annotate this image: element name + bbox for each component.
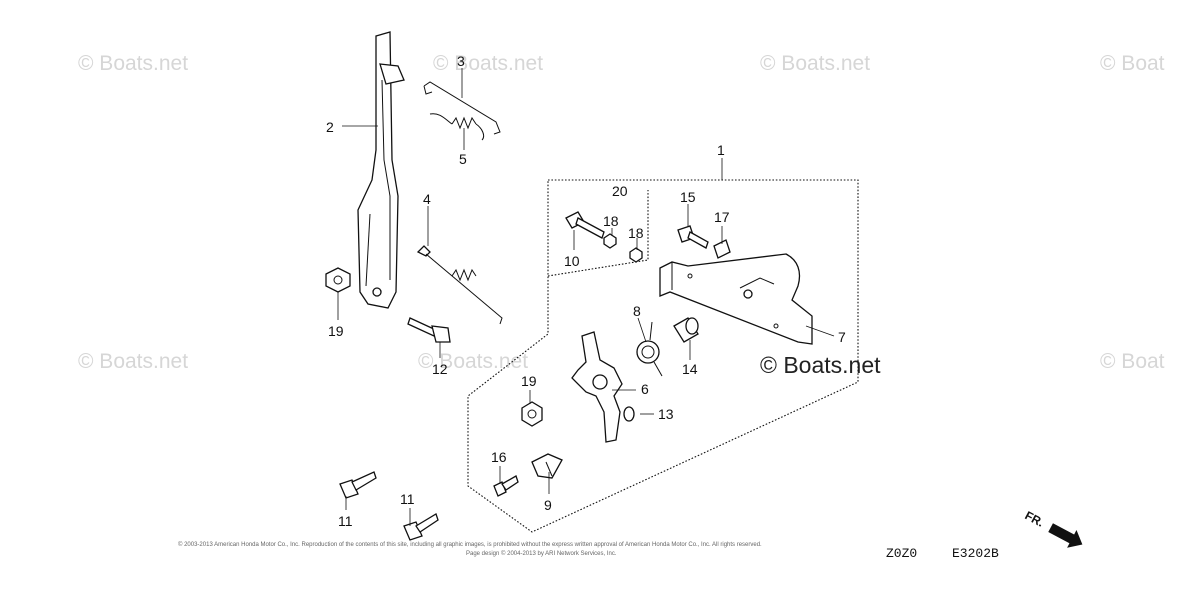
callout-17: 17 bbox=[714, 209, 730, 225]
watermark-foreground: © Boats.net bbox=[760, 352, 881, 378]
callout-6: 6 bbox=[641, 381, 649, 397]
bolt-10-part bbox=[565, 211, 605, 239]
return-spring-part bbox=[636, 321, 663, 377]
assembly-frame bbox=[467, 179, 859, 533]
callout-15: 15 bbox=[680, 189, 696, 205]
callout-12: 12 bbox=[432, 361, 448, 377]
control-lever-part bbox=[357, 31, 405, 309]
flange-nut-19-part bbox=[521, 401, 543, 427]
front-direction-arrow: FR. bbox=[1023, 508, 1083, 548]
bolt-11-part bbox=[339, 471, 377, 499]
callout-16: 16 bbox=[491, 449, 507, 465]
watermark: © Boats.net bbox=[78, 52, 189, 75]
throttle-rod-part bbox=[423, 81, 501, 135]
callout-11: 11 bbox=[400, 491, 415, 507]
callout-14: 14 bbox=[682, 361, 698, 377]
callout-1: 1 bbox=[717, 142, 725, 158]
watermark: © Boats.net bbox=[418, 350, 529, 373]
flange-nut-19-part bbox=[325, 267, 351, 293]
nut-18-part bbox=[629, 247, 643, 263]
callout-18: 18 bbox=[628, 225, 644, 241]
callout-3: 3 bbox=[457, 53, 465, 69]
collar-14-part bbox=[673, 317, 699, 343]
diagram-code: E3202B bbox=[952, 546, 999, 561]
callout-4: 4 bbox=[423, 191, 431, 207]
callout-10: 10 bbox=[564, 253, 580, 269]
screw-16-part bbox=[493, 475, 519, 497]
nut-18-part bbox=[603, 233, 617, 249]
callout-13: 13 bbox=[658, 406, 674, 422]
watermark: © Boats.net bbox=[78, 350, 189, 373]
watermark: © Boats.net bbox=[760, 52, 871, 75]
callout-11: 11 bbox=[338, 513, 353, 529]
spring-part bbox=[429, 113, 485, 141]
arrow-icon bbox=[1048, 523, 1083, 548]
throttle-lever-part bbox=[571, 331, 623, 443]
callout-9: 9 bbox=[544, 497, 552, 513]
callout-12-duplicate: 12 bbox=[432, 361, 448, 377]
watermark: © Boat bbox=[1100, 52, 1165, 75]
callout-19: 19 bbox=[328, 323, 344, 339]
governor-rod-part bbox=[416, 245, 503, 325]
washer-13-part bbox=[623, 406, 635, 422]
front-direction-label: FR. bbox=[1023, 508, 1047, 529]
bolt-12-part bbox=[407, 317, 451, 343]
watermark: © Boats.net bbox=[433, 52, 544, 75]
callout-19: 19 bbox=[521, 373, 537, 389]
pivot-bolt-9-part bbox=[531, 453, 563, 479]
copyright-text: © 2003-2013 American Honda Motor Co., In… bbox=[178, 542, 762, 548]
watermark: © Boat bbox=[1100, 350, 1165, 373]
callout-5: 5 bbox=[459, 151, 467, 167]
diagram-code: Z0Z0 bbox=[886, 546, 918, 561]
copyright-text: Page design © 2004-2013 by ARI Network S… bbox=[466, 551, 617, 557]
bolt-15-part bbox=[677, 225, 709, 249]
callout-20: 20 bbox=[612, 183, 628, 199]
bolt-11-part bbox=[403, 513, 439, 541]
callout-2: 2 bbox=[326, 119, 334, 135]
callout-7: 7 bbox=[838, 329, 846, 345]
callout-18: 18 bbox=[603, 213, 619, 229]
callout-8: 8 bbox=[633, 303, 641, 319]
control-base-part bbox=[659, 253, 813, 345]
